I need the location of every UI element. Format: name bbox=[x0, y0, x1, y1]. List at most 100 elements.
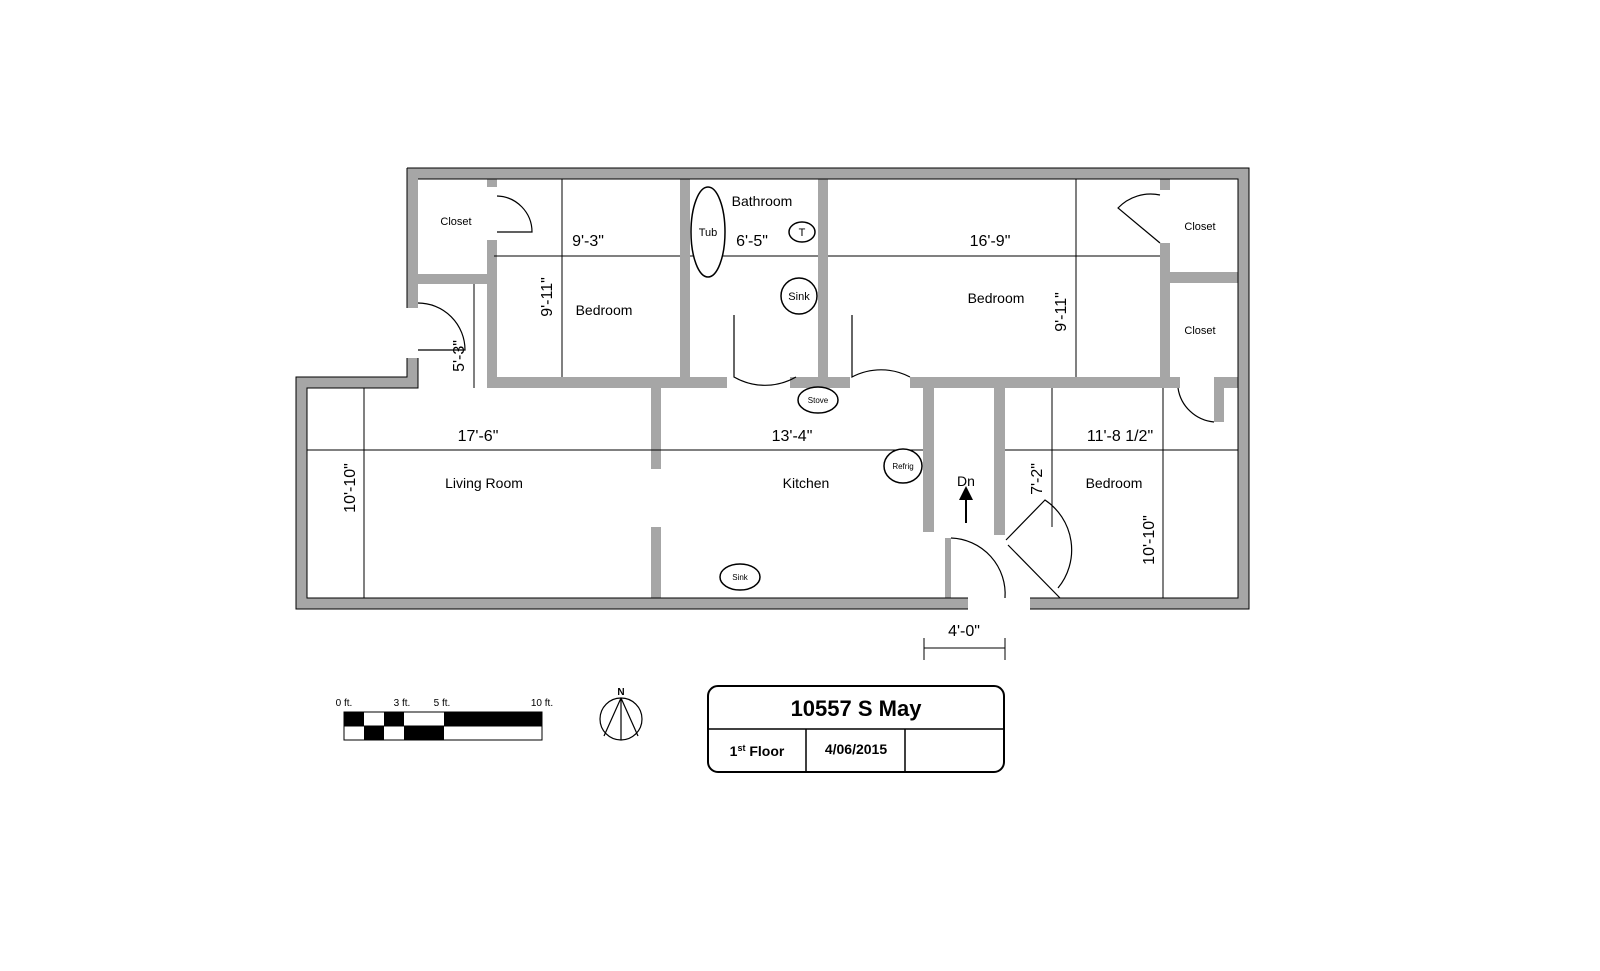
wall-living-kitchen-top bbox=[651, 377, 661, 469]
wall-bottom-left bbox=[296, 598, 968, 609]
wall-closet-bottom bbox=[407, 274, 497, 284]
dim-hall-depth: 5'-3" bbox=[451, 340, 468, 372]
wall-living-top-left bbox=[296, 377, 416, 388]
refrigerator-icon bbox=[883, 448, 923, 484]
wall-se-closet bbox=[1214, 377, 1224, 422]
compass-needle bbox=[603, 697, 639, 740]
wall-mid-3 bbox=[910, 377, 1180, 388]
floor-label: 1st Floor bbox=[730, 743, 785, 759]
walls bbox=[295, 167, 1250, 610]
wall-living-kitchen-bottom bbox=[651, 527, 661, 607]
dim-ne-bedroom-depth: 9'-11" bbox=[1053, 292, 1070, 332]
dim-se-bedroom-width: 11'-8 1/2" bbox=[1087, 428, 1153, 445]
bath-sink-icon bbox=[780, 277, 818, 315]
kitchen-sink-icon bbox=[719, 563, 761, 591]
scale-bar: 0 ft. 3 ft. 5 ft. 10 ft. bbox=[336, 698, 553, 741]
wall-outline-2 bbox=[295, 358, 968, 610]
dim-se-closet-depth: 7'-2" bbox=[1029, 463, 1046, 495]
wall-entry-left bbox=[945, 538, 951, 608]
dim-se-bedroom-depth: 10'-10" bbox=[1141, 515, 1158, 565]
wall-mid-1 bbox=[487, 377, 727, 388]
floor-ordinal: st bbox=[737, 743, 745, 753]
scale-label-10: 10 ft. bbox=[531, 698, 553, 709]
scale-label-0: 0 ft. bbox=[336, 698, 353, 709]
wall-stair-right bbox=[994, 377, 1005, 535]
door-se-bedroom-leaf bbox=[1007, 544, 1061, 599]
stove-label: Stove bbox=[808, 396, 829, 405]
room-label-bathroom: Bathroom bbox=[732, 193, 793, 209]
stairs: Dn bbox=[957, 473, 975, 523]
wall-outline-4 bbox=[418, 178, 1239, 599]
door-entry bbox=[950, 537, 1006, 599]
wall-nw-bedroom-left-top bbox=[487, 175, 497, 187]
scale-label-3: 3 ft. bbox=[394, 698, 411, 709]
room-label-closet-ne-top: Closet bbox=[1184, 221, 1215, 233]
floor-word: Floor bbox=[745, 743, 784, 759]
fixtures: Tub T Sink Stove Refrig Sink bbox=[690, 186, 923, 591]
north-arrow-icon: N bbox=[599, 687, 643, 741]
dim-nw-bedroom-width: 9'-3" bbox=[572, 233, 604, 250]
wall-ne-closet-left-mid bbox=[1160, 243, 1170, 273]
toilet-label: T bbox=[799, 227, 806, 239]
wall-ne-closets-divider bbox=[1160, 272, 1245, 283]
doors bbox=[417, 193, 1215, 599]
room-labels: Closet Bedroom Bathroom Bedroom Closet C… bbox=[440, 193, 1215, 491]
wall-ne-closet-left-low bbox=[1160, 278, 1170, 388]
room-label-closet-ne-bottom: Closet bbox=[1184, 325, 1215, 337]
address-title: 10557 S May bbox=[791, 696, 923, 721]
scale-seg-4 bbox=[404, 726, 444, 740]
compass-north-label: N bbox=[617, 687, 624, 698]
stove-icon bbox=[797, 386, 839, 414]
tub-label: Tub bbox=[699, 227, 718, 239]
dimension-lines bbox=[307, 179, 1238, 660]
dim-nw-bedroom-depth: 9'-11" bbox=[539, 277, 556, 317]
scale-seg-1 bbox=[344, 712, 364, 726]
date-label: 4/06/2015 bbox=[825, 741, 887, 757]
arrow-up-icon bbox=[959, 486, 973, 500]
scale-seg-3 bbox=[384, 712, 404, 726]
room-label-bedroom-se: Bedroom bbox=[1086, 475, 1143, 491]
wall-right bbox=[1238, 168, 1249, 607]
wall-mid-2 bbox=[790, 377, 850, 388]
wall-left-closet bbox=[407, 168, 418, 308]
scale-label-5: 5 ft. bbox=[434, 698, 451, 709]
dim-kitchen-width: 13'-4" bbox=[772, 428, 813, 445]
wall-mid-4 bbox=[1218, 377, 1243, 388]
door-nw-closet bbox=[496, 195, 533, 233]
door-ne-closet bbox=[1117, 193, 1161, 244]
door-bathroom bbox=[733, 315, 797, 386]
wall-stair-left bbox=[923, 377, 934, 532]
door-se-closet bbox=[1177, 387, 1215, 423]
scale-seg-5 bbox=[444, 712, 542, 726]
wall-bedroom-bath bbox=[680, 175, 690, 388]
door-se-bedroom bbox=[1005, 499, 1073, 589]
kitchen-sink-label: Sink bbox=[732, 573, 749, 582]
room-label-closet-nw: Closet bbox=[440, 216, 471, 228]
room-label-kitchen: Kitchen bbox=[783, 475, 830, 491]
wall-left-hall bbox=[407, 358, 418, 388]
toilet-icon bbox=[788, 221, 816, 243]
floor-number: 1 bbox=[730, 743, 738, 759]
wall-outline-1 bbox=[407, 167, 1250, 610]
wall-nw-bedroom-left bbox=[487, 240, 497, 388]
title-block: 10557 S May 1st Floor 4/06/2015 bbox=[707, 685, 1005, 773]
tub-icon bbox=[690, 186, 726, 278]
dim-entry-width: 4'-0" bbox=[948, 623, 980, 640]
bath-sink-label: Sink bbox=[788, 291, 810, 303]
wall-ne-closet-left-top bbox=[1160, 175, 1170, 190]
room-label-bedroom-nw: Bedroom bbox=[576, 302, 633, 318]
wall-top bbox=[407, 168, 1249, 179]
dim-ne-bedroom-width: 16'-9" bbox=[970, 233, 1011, 250]
stairs-down-label: Dn bbox=[957, 473, 975, 489]
dim-living-depth: 10'-10" bbox=[342, 463, 359, 513]
door-side-entry bbox=[417, 302, 466, 351]
dim-living-width: 17'-6" bbox=[458, 428, 499, 445]
scale-seg-2 bbox=[364, 726, 384, 740]
wall-bottom-right bbox=[1030, 598, 1249, 609]
wall-bath-bedroom-ne bbox=[818, 175, 828, 388]
dim-bathroom-width: 6'-5" bbox=[736, 233, 768, 250]
wall-left-living bbox=[296, 377, 307, 609]
refrigerator-label: Refrig bbox=[892, 462, 913, 471]
door-ne-bedroom bbox=[851, 315, 911, 378]
